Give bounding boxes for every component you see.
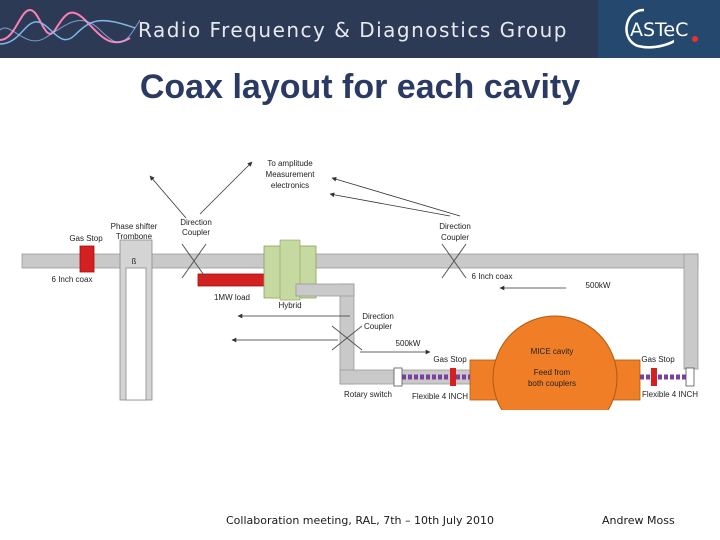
trombone-inner	[125, 267, 147, 401]
label-hybrid: Hybrid	[278, 301, 301, 310]
mice-cavity	[492, 315, 618, 410]
group-title: Radio Frequency & Diagnostics Group	[138, 18, 568, 42]
label-dc-left-2: Coupler	[182, 228, 210, 237]
label-gas-stop-middle: Gas Stop	[433, 355, 467, 364]
gas-stop-middle	[450, 368, 456, 386]
logo-box	[598, 0, 720, 58]
coax-layout-diagram: ß To amplitude Measurement electronics P…	[21, 159, 699, 410]
waveform-graphic	[0, 8, 140, 45]
header-banner: Radio Frequency & Diagnostics Group ASTe…	[0, 0, 720, 58]
label-rotary-switch: Rotary switch	[344, 390, 392, 399]
label-dc-left-1: Direction	[180, 218, 212, 227]
gas-stop-left	[79, 245, 95, 273]
footer-meeting: Collaboration meeting, RAL, 7th – 10th J…	[226, 514, 495, 527]
right-vertical-coax	[683, 253, 699, 370]
gas-stop-right	[651, 368, 657, 386]
direction-coupler-lower	[331, 325, 363, 351]
hybrid-stem	[279, 239, 301, 301]
label-dc-lower-1: Direction	[362, 312, 394, 321]
rotary-switch-right-end	[685, 367, 695, 387]
label-6inch-left: 6 Inch coax	[52, 275, 93, 284]
rotary-switch-left-end	[393, 367, 403, 387]
logo-dot-icon	[692, 36, 698, 42]
label-amplitude-3: electronics	[271, 181, 309, 190]
arrow-right-coupler-measure	[329, 192, 451, 217]
arrow-left-coupler-up	[149, 175, 187, 219]
direction-coupler-left	[181, 243, 207, 279]
label-1mw-load: 1MW load	[214, 293, 250, 302]
label-500kw-lower: 500kW	[396, 339, 421, 348]
direction-coupler-right	[441, 243, 467, 279]
label-cavity-2: Feed from	[534, 368, 571, 377]
label-gas-stop-right: Gas Stop	[641, 355, 675, 364]
phase-symbol: ß	[132, 257, 137, 266]
label-500kw-right: 500kW	[586, 281, 611, 290]
footer-author: Andrew Moss	[602, 514, 675, 527]
label-6inch-right: 6 Inch coax	[472, 272, 513, 281]
lower-horizontal-coax	[295, 283, 355, 297]
label-amplitude-2: Measurement	[266, 170, 316, 179]
label-amplitude-1: To amplitude	[267, 159, 313, 168]
logo-swoosh-icon	[625, 8, 674, 49]
label-gas-stop-left: Gas Stop	[69, 234, 103, 243]
label-dc-lower-2: Coupler	[364, 322, 392, 331]
label-flexible-left: Flexible 4 INCH	[412, 392, 468, 401]
label-dc-right-1: Direction	[439, 222, 471, 231]
label-phase-shifter-2: Trombone	[116, 232, 153, 241]
arrow-right-coupler-up	[331, 176, 461, 217]
label-dc-right-2: Coupler	[441, 233, 469, 242]
arrow-left-coupler-measure	[199, 161, 253, 215]
label-phase-shifter-1: Phase shifter	[111, 222, 158, 231]
label-cavity-3: both couplers	[528, 379, 576, 388]
label-cavity-1: MICE cavity	[531, 347, 574, 356]
astec-logo: ASTeC	[630, 19, 689, 41]
slide-title: Coax layout for each cavity	[139, 68, 581, 106]
label-flexible-right: Flexible 4 INCH	[642, 390, 698, 399]
